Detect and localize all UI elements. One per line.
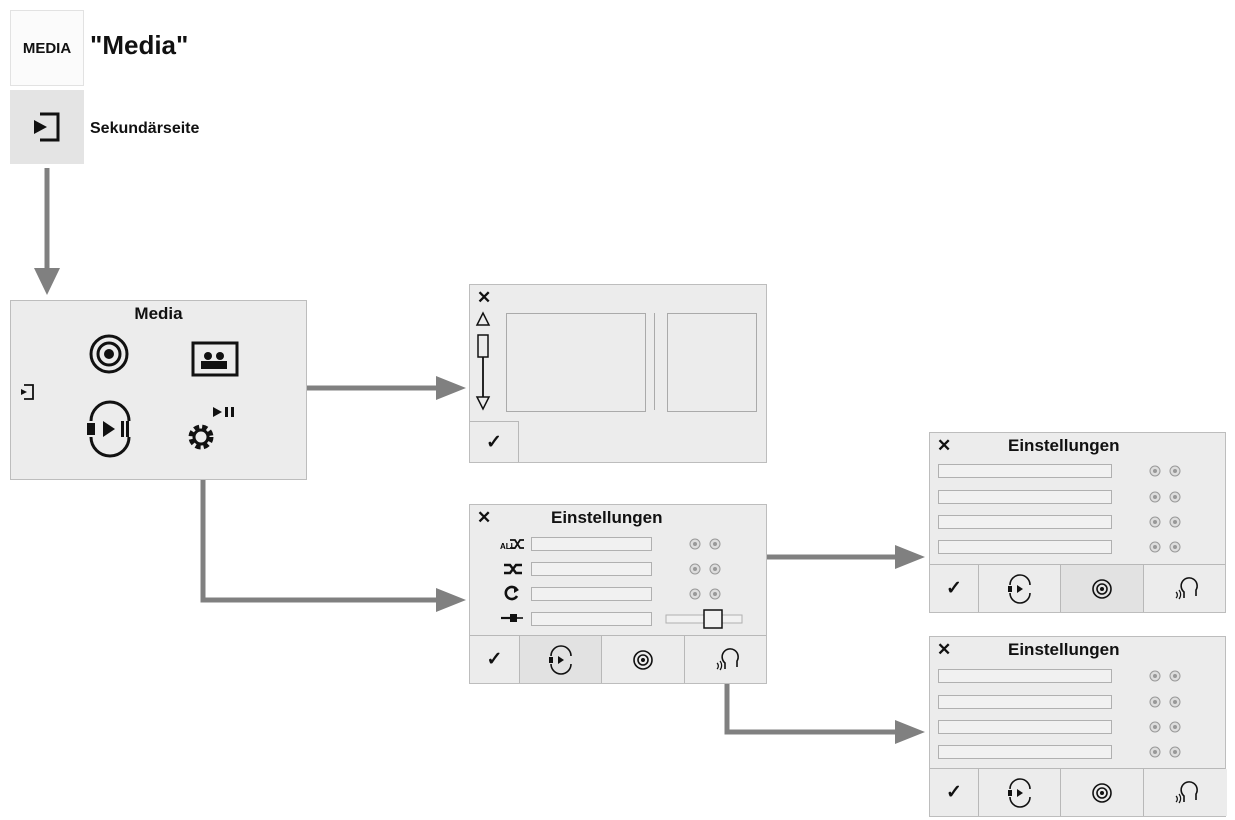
tab-radio[interactable] [1061, 769, 1144, 816]
setting-field[interactable] [938, 745, 1112, 759]
setting-field[interactable] [938, 515, 1112, 529]
settings-panel-main: ✕ Einstellungen ALL ✓ [469, 504, 767, 684]
toggle-dots[interactable] [688, 562, 728, 576]
media-panel: Media [10, 300, 307, 480]
settings-tabbar: ✓ [470, 635, 766, 683]
tab-radio[interactable] [602, 636, 685, 683]
secondary-page-label: Sekundärseite [90, 120, 200, 137]
divider [654, 313, 655, 410]
toggle-dots[interactable] [688, 537, 728, 551]
confirm-button[interactable]: ✓ [930, 769, 979, 816]
picture-icon[interactable] [191, 341, 239, 377]
toggle-dots[interactable] [688, 587, 728, 601]
setting-field[interactable] [938, 720, 1112, 734]
arrow-head-down [34, 268, 60, 295]
secondary-page-badge [10, 90, 84, 164]
media-player-icon [1007, 777, 1031, 808]
close-icon[interactable]: ✕ [477, 288, 492, 307]
tab-media-player[interactable] [520, 636, 602, 683]
toggle-dots[interactable] [1148, 720, 1188, 734]
close-icon[interactable]: ✕ [477, 508, 492, 527]
close-icon[interactable]: ✕ [937, 640, 952, 659]
tab-media-player[interactable] [979, 769, 1061, 816]
media-settings-icon[interactable] [185, 403, 245, 455]
media-panel-title: Media [134, 304, 183, 323]
settings-panel-radio: ✕ Einstellungen ✓ [929, 432, 1226, 613]
volume-slider[interactable] [665, 609, 744, 629]
tab-voice[interactable] [1144, 769, 1227, 816]
radio-icon [1092, 578, 1112, 599]
tab-radio[interactable] [1061, 565, 1144, 612]
scrollbar[interactable] [475, 311, 491, 413]
shuffle-all-icon: ALL [500, 539, 524, 551]
confirm-button[interactable]: ✓ [470, 421, 519, 462]
settings-tabbar: ✓ [930, 564, 1225, 612]
tab-media-player[interactable] [979, 565, 1061, 612]
radio-icon[interactable] [88, 334, 132, 378]
setting-field[interactable] [531, 562, 652, 576]
setting-field[interactable] [531, 537, 652, 551]
settings-title: Einstellungen [551, 508, 663, 527]
list-area[interactable] [506, 313, 646, 412]
arrow-head-settings [436, 588, 466, 612]
setting-field[interactable] [531, 612, 652, 626]
page-title: "Media" [90, 30, 189, 60]
media-browser-panel: ✕ ✓ [469, 284, 767, 463]
toggle-dots[interactable] [1148, 515, 1188, 529]
check-icon: ✓ [486, 649, 503, 670]
setting-field[interactable] [938, 540, 1112, 554]
media-player-icon[interactable] [85, 400, 135, 458]
setting-field[interactable] [531, 587, 652, 601]
check-icon: ✓ [946, 578, 962, 599]
check-icon: ✓ [946, 782, 962, 803]
toggle-dots[interactable] [1148, 540, 1188, 554]
close-icon[interactable]: ✕ [937, 436, 952, 455]
media-player-icon [548, 644, 572, 675]
arrow-head-browser [436, 376, 466, 400]
voice-icon [1175, 780, 1198, 803]
shuffle-icon [504, 563, 522, 575]
media-badge: MEDIA [10, 10, 84, 86]
arrow-to-settings-3 [724, 674, 895, 735]
toggle-dots[interactable] [1148, 490, 1188, 504]
settings-title: Einstellungen [1008, 640, 1120, 659]
setting-field[interactable] [938, 490, 1112, 504]
radio-icon [1092, 782, 1112, 803]
toggle-dots[interactable] [1148, 669, 1188, 683]
setting-field[interactable] [938, 695, 1112, 709]
check-icon: ✓ [486, 431, 502, 453]
svg-text:ALL: ALL [500, 542, 516, 551]
toggle-dots[interactable] [1148, 464, 1188, 478]
arrow-head-settings-3 [895, 720, 925, 744]
back-icon[interactable] [19, 383, 35, 401]
cover-area [667, 313, 757, 412]
setting-field[interactable] [938, 669, 1112, 683]
radio-icon [633, 649, 653, 670]
setting-field[interactable] [938, 464, 1112, 478]
aux-cable-icon [501, 614, 523, 622]
settings-tabbar: ✓ [930, 768, 1227, 816]
arrow-head-settings-2 [895, 545, 925, 569]
toggle-dots[interactable] [1148, 745, 1188, 759]
settings-title: Einstellungen [1008, 436, 1120, 455]
settings-panel-voice: ✕ Einstellungen ✓ [929, 636, 1227, 817]
confirm-button[interactable]: ✓ [470, 636, 520, 683]
repeat-icon [504, 585, 519, 601]
tab-voice[interactable] [1144, 565, 1227, 612]
voice-icon [716, 647, 739, 670]
tab-voice[interactable] [685, 636, 768, 683]
toggle-dots[interactable] [1148, 695, 1188, 709]
confirm-button[interactable]: ✓ [930, 565, 979, 612]
voice-icon [1175, 576, 1198, 599]
arrow-to-settings [200, 458, 436, 603]
enter-page-icon [34, 112, 60, 142]
media-player-icon [1007, 573, 1031, 604]
